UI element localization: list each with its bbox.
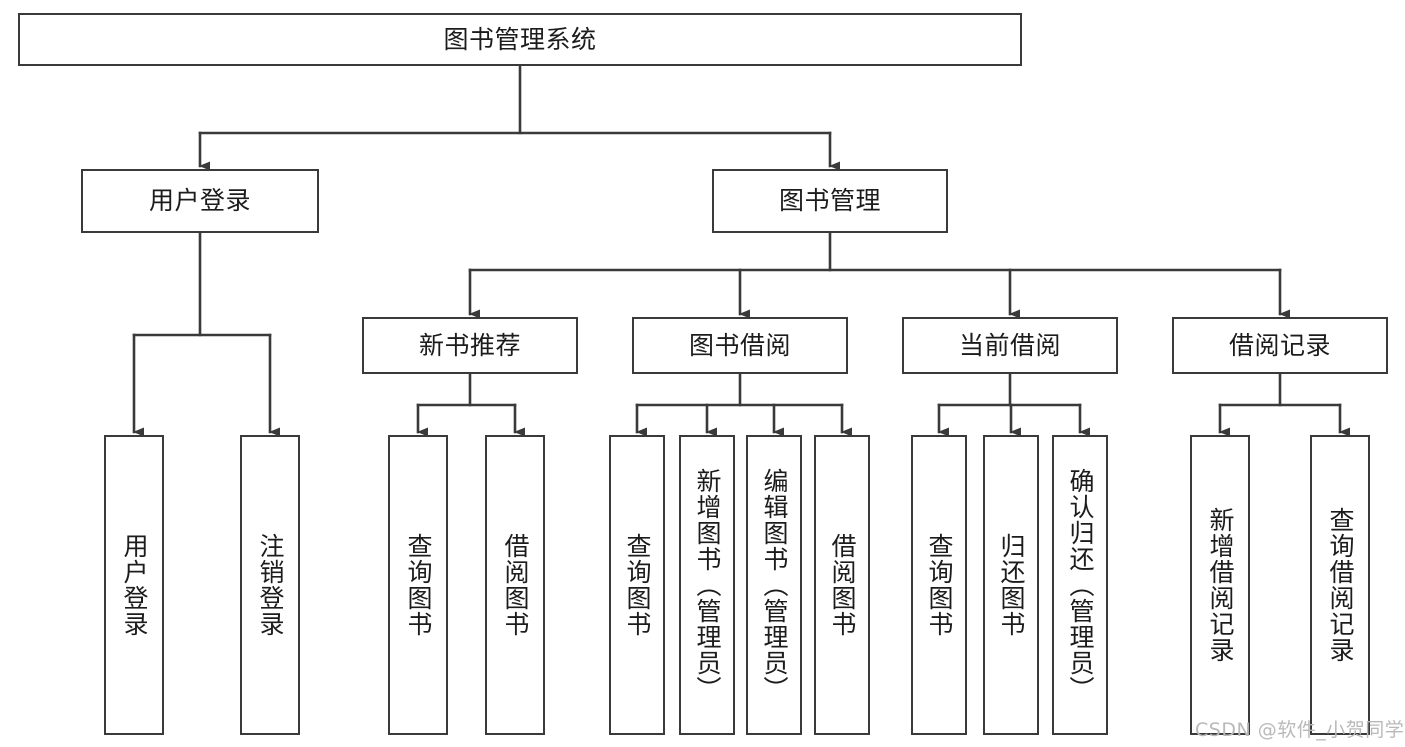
leaf-user-login-label: 用户登录 <box>120 533 149 637</box>
leaf-add-book-admin-label: 新增图书（管理员） <box>693 468 722 702</box>
leaf-query-book-borrow-label: 查询图书 <box>623 533 652 637</box>
leaf-borrow-book[interactable]: 借阅图书 <box>814 435 870 735</box>
node-current-borrow-label: 当前借阅 <box>958 330 1061 360</box>
leaf-borrow-book-newbook[interactable]: 借阅图书 <box>485 435 545 735</box>
node-root[interactable]: 图书管理系统 <box>18 13 1022 66</box>
leaf-query-book-newbook-label: 查询图书 <box>404 533 433 637</box>
leaf-logout-label: 注销登录 <box>256 533 285 637</box>
node-book-borrow-label: 图书借阅 <box>688 330 791 360</box>
leaf-query-book-borrow[interactable]: 查询图书 <box>609 435 665 735</box>
leaf-user-login[interactable]: 用户登录 <box>104 435 164 735</box>
leaf-return-book-label: 归还图书 <box>997 533 1026 637</box>
leaf-logout[interactable]: 注销登录 <box>240 435 300 735</box>
leaf-borrow-book-label: 借阅图书 <box>828 533 857 637</box>
leaf-confirm-return-admin-label: 确认归还（管理员） <box>1066 468 1095 702</box>
node-book-management[interactable]: 图书管理 <box>712 169 948 233</box>
leaf-return-book[interactable]: 归还图书 <box>983 435 1039 735</box>
node-book-management-label: 图书管理 <box>778 186 881 216</box>
node-book-borrow[interactable]: 图书借阅 <box>632 317 848 374</box>
node-root-label: 图书管理系统 <box>443 24 597 54</box>
leaf-edit-book-admin[interactable]: 编辑图书（管理员） <box>746 435 802 735</box>
node-borrow-record-label: 借阅记录 <box>1228 330 1331 360</box>
leaf-add-book-admin[interactable]: 新增图书（管理员） <box>679 435 735 735</box>
leaf-add-borrow-record-label: 新增借阅记录 <box>1206 507 1235 663</box>
leaf-query-borrow-record-label: 查询借阅记录 <box>1326 507 1355 663</box>
node-user-login-label: 用户登录 <box>148 186 251 216</box>
node-borrow-record[interactable]: 借阅记录 <box>1172 317 1388 374</box>
node-current-borrow[interactable]: 当前借阅 <box>902 317 1118 374</box>
node-new-book-recommend-label: 新书推荐 <box>418 330 521 360</box>
leaf-query-book-current-label: 查询图书 <box>925 533 954 637</box>
leaf-add-borrow-record[interactable]: 新增借阅记录 <box>1190 435 1250 735</box>
leaf-confirm-return-admin[interactable]: 确认归还（管理员） <box>1052 435 1108 735</box>
node-user-login[interactable]: 用户登录 <box>81 169 319 233</box>
leaf-query-borrow-record[interactable]: 查询借阅记录 <box>1310 435 1370 735</box>
node-new-book-recommend[interactable]: 新书推荐 <box>362 317 578 374</box>
leaf-query-book-current[interactable]: 查询图书 <box>911 435 967 735</box>
leaf-edit-book-admin-label: 编辑图书（管理员） <box>760 468 789 702</box>
leaf-query-book-newbook[interactable]: 查询图书 <box>388 435 448 735</box>
leaf-borrow-book-newbook-label: 借阅图书 <box>501 533 530 637</box>
csdn-watermark: CSDN @软件_小贺同学 <box>1195 719 1405 741</box>
